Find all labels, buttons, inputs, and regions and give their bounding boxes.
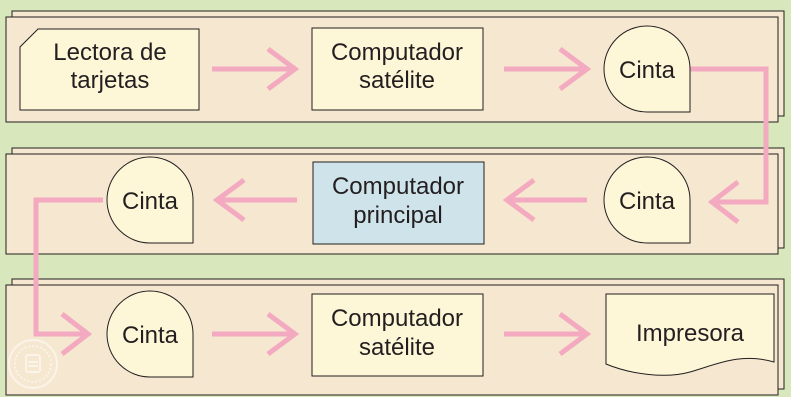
node-main-computer-label-2: principal [353, 202, 442, 229]
node-card-reader-label-1: Lectora de [53, 39, 166, 66]
node-satellite-computer-2-label-1: Computador [331, 305, 463, 332]
flow-arrow-6 [33, 197, 103, 356]
node-tape-3: Cinta [603, 156, 691, 244]
flow-arrow-8 [504, 311, 592, 357]
node-tape-4: Cinta [106, 290, 194, 378]
node-card-reader: Lectora de tarjetas [19, 28, 200, 111]
node-card-reader-label-2: tarjetas [71, 67, 150, 94]
node-satellite-computer-1-label-1: Computador [331, 39, 463, 66]
flow-arrow-1 [212, 46, 300, 92]
flow-arrow-5 [212, 177, 297, 223]
university-seal-icon [8, 339, 58, 389]
node-printer: Impresora [605, 293, 775, 376]
flow-arrow-3 [687, 66, 769, 224]
node-main-computer-label-1: Computador [332, 173, 464, 200]
node-satellite-computer-1: Computador satélite [311, 27, 484, 111]
node-satellite-computer-2: Computador satélite [311, 293, 484, 377]
node-main-computer: Computador principal [312, 161, 485, 245]
node-tape-4-label: Cinta [122, 322, 179, 349]
node-satellite-computer-2-label-2: satélite [359, 334, 435, 361]
flow-arrow-4 [502, 177, 587, 223]
flow-arrow-7 [212, 311, 300, 357]
node-tape-2: Cinta [106, 156, 194, 244]
node-printer-label: Impresora [636, 320, 745, 347]
node-tape-1-label: Cinta [619, 57, 676, 84]
node-tape-1: Cinta [603, 25, 691, 113]
node-satellite-computer-1-label-2: satélite [359, 67, 435, 94]
node-tape-2-label: Cinta [122, 188, 179, 215]
flow-arrow-2 [504, 46, 592, 92]
node-tape-3-label: Cinta [619, 188, 676, 215]
